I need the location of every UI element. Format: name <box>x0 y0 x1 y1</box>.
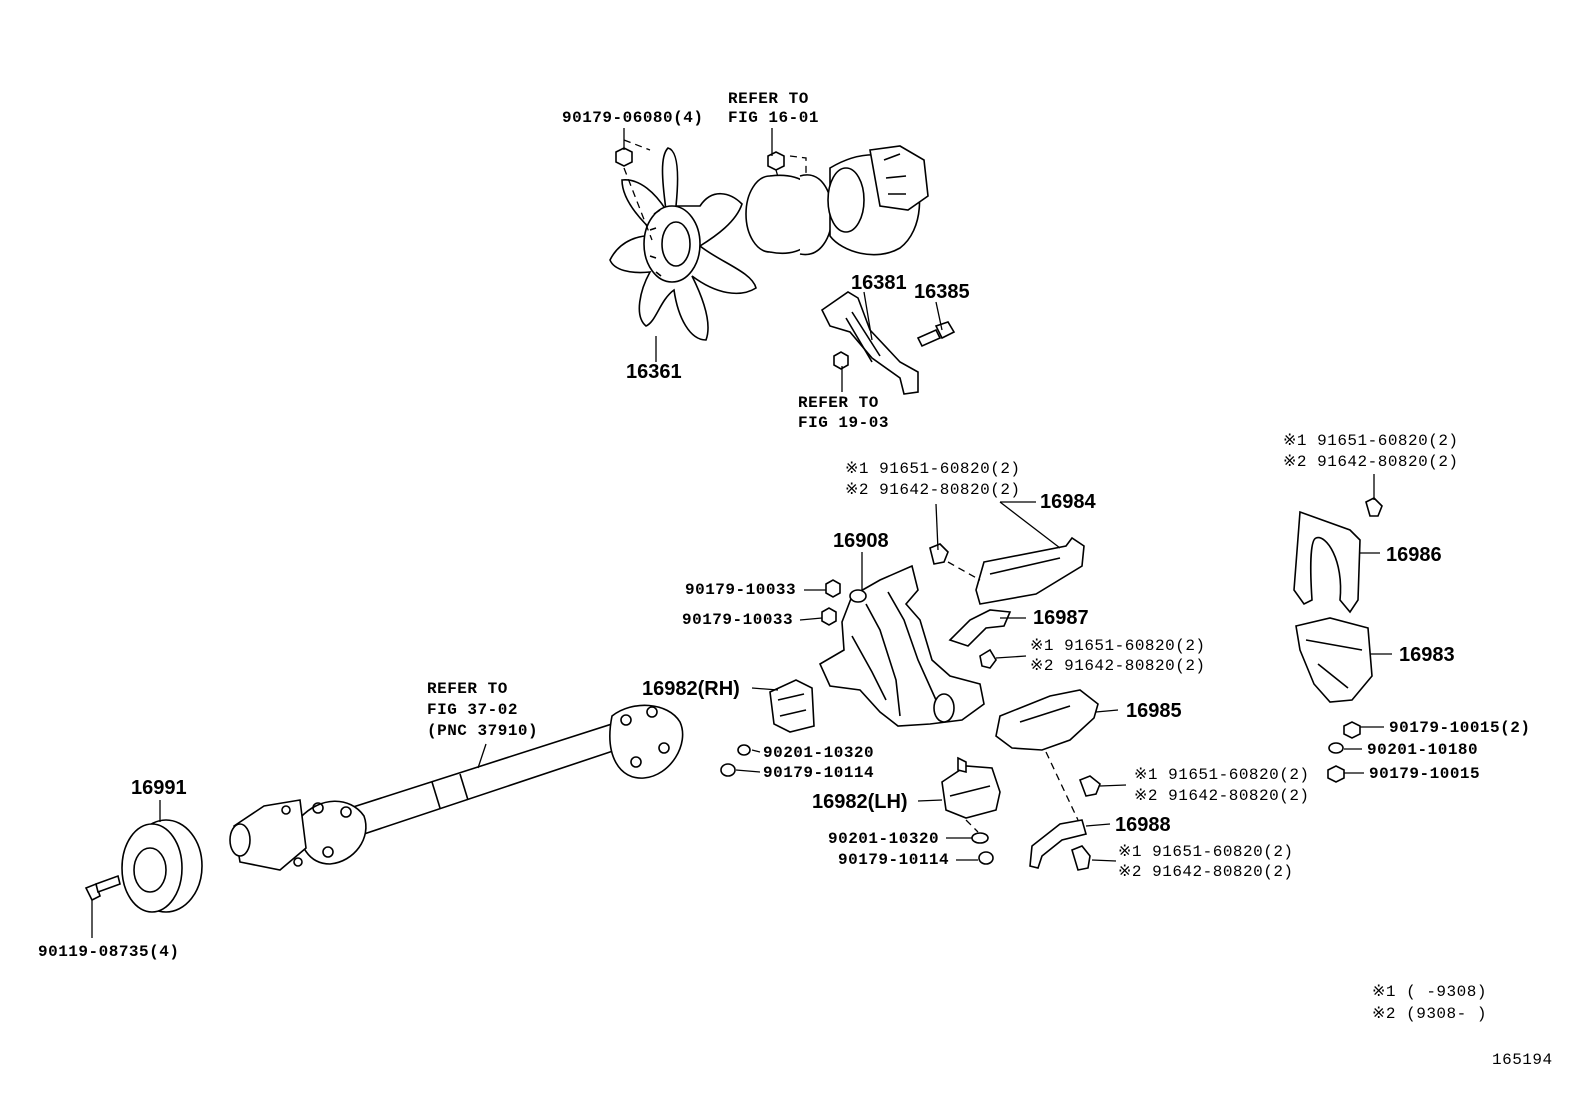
insulator-16982-lh <box>941 756 1001 865</box>
refer-fig-37-02-line2: FIG 37-02 <box>427 701 518 719</box>
callout-bolt-set-1-a: ※1 91651-60820(2) <box>845 460 1021 478</box>
callout-bracket-16986: 16986 <box>1386 544 1442 566</box>
bracket-16986 <box>1293 497 1383 614</box>
callout-pulley-bolt: 90119-08735(4) <box>38 943 180 961</box>
callout-nut-10015-2: 90179-10015(2) <box>1389 719 1531 737</box>
callout-bolt-set-4-a: ※1 91651-60820(2) <box>1118 843 1294 861</box>
callout-bolt-set-2-b: ※2 91642-80820(2) <box>1030 657 1206 675</box>
refer-fig-16-01-line1: REFER TO <box>728 90 809 108</box>
callout-plate-16985: 16985 <box>1126 700 1182 722</box>
nut-19-03 <box>833 351 849 370</box>
callout-insulator-lh: 16982(LH) <box>812 791 908 813</box>
callout-insulator-rh: 16982(RH) <box>642 678 740 700</box>
leader-lines <box>91 128 1392 938</box>
callout-bolt-set-1-b: ※2 91642-80820(2) <box>845 481 1021 499</box>
bracket-16983 <box>1295 617 1373 783</box>
bracket-16381 <box>820 291 919 395</box>
pulley-16991 <box>84 819 203 913</box>
callout-bracket-16988: 16988 <box>1115 814 1171 836</box>
propeller-shaft <box>229 704 684 871</box>
bracket-16987 <box>948 609 1012 669</box>
fan-bolt-90179-06080 <box>615 139 653 241</box>
callout-nut-10033-b: 90179-10033 <box>682 611 794 629</box>
callout-washer-10180: 90201-10180 <box>1367 741 1479 759</box>
callout-nut-10015: 90179-10015 <box>1369 765 1481 783</box>
callout-bolt-set-4-b: ※2 91642-80820(2) <box>1118 863 1294 881</box>
footnote-2: ※2 (9308- ) <box>1372 1005 1487 1023</box>
bracket-16988 <box>1029 819 1091 871</box>
callout-bracket-16983: 16983 <box>1399 644 1455 666</box>
insulator-16982-rh <box>720 679 815 777</box>
callout-bolt-set-2-a: ※1 91651-60820(2) <box>1030 637 1206 655</box>
plate-16984 <box>929 536 1085 605</box>
callout-washer-lh: 90201-10320 <box>828 830 940 848</box>
figure-id: 165194 <box>1492 1051 1553 1069</box>
callout-bracket-16987: 16987 <box>1033 607 1089 629</box>
callout-nut-lh: 90179-10114 <box>838 851 950 869</box>
refer-fig-19-03-line2: FIG 19-03 <box>798 414 889 432</box>
callout-washer-rh: 90201-10320 <box>763 744 875 762</box>
fan-coupling <box>745 145 929 256</box>
fan-16361 <box>609 147 757 341</box>
callout-bolt-16385: 16385 <box>914 281 970 303</box>
callout-bolt-set-3-b: ※2 91642-80820(2) <box>1134 787 1310 805</box>
callout-fan-bolt: 90179-06080(4) <box>562 109 704 127</box>
callout-nut-rh: 90179-10114 <box>763 764 875 782</box>
refer-fig-19-03-line1: REFER TO <box>798 394 879 412</box>
callout-plate-16984: 16984 <box>1040 491 1096 513</box>
refer-fig-16-01-line2: FIG 16-01 <box>728 109 819 127</box>
plate-16985 <box>995 689 1101 821</box>
callout-bolt-set-5-b: ※2 91642-80820(2) <box>1283 453 1459 471</box>
refer-fig-37-02-line3: (PNC 37910) <box>427 722 539 740</box>
callout-bolt-set-5-a: ※1 91651-60820(2) <box>1283 432 1459 450</box>
callout-bracket-16381: 16381 <box>851 272 907 294</box>
footnote-1: ※1 ( -9308) <box>1372 983 1487 1001</box>
callout-nut-10033-a: 90179-10033 <box>685 581 797 599</box>
callout-pulley: 16991 <box>131 777 187 799</box>
refer-fig-37-02-line1: REFER TO <box>427 680 508 698</box>
callout-bolt-set-3-a: ※1 91651-60820(2) <box>1134 766 1310 784</box>
bolt-16385 <box>916 321 956 348</box>
callout-mount-16908: 16908 <box>833 530 889 552</box>
engine-mount-16908 <box>818 564 985 727</box>
callout-fan: 16361 <box>626 361 682 383</box>
